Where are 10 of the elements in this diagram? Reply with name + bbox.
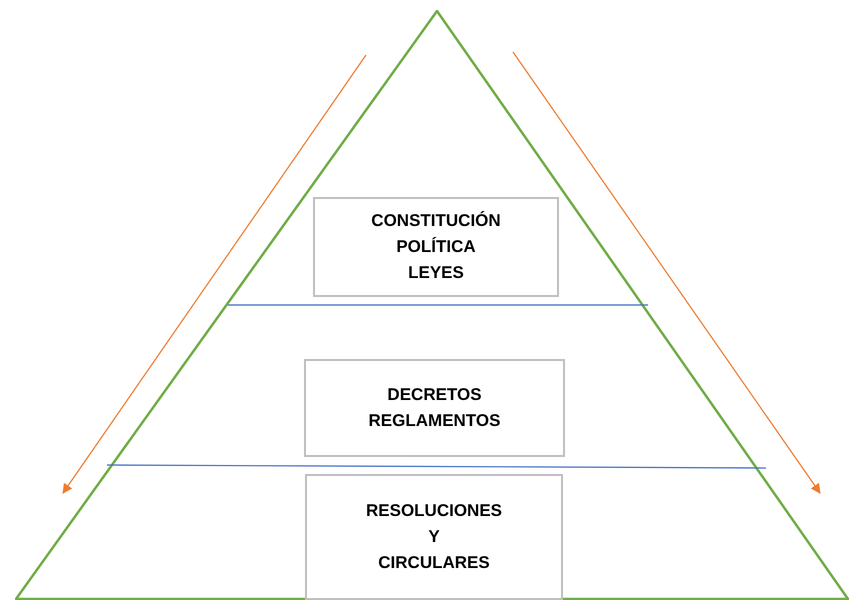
box-label: CONSTITUCIÓN POLÍTICA bbox=[371, 210, 501, 258]
box-label: Y bbox=[428, 526, 440, 548]
text-box bbox=[304, 359, 565, 457]
box-label: RESOLUCIONES bbox=[366, 500, 502, 522]
box-label: CIRCULARES bbox=[378, 552, 490, 574]
box-label: DECRETOS bbox=[387, 384, 482, 406]
box-label: LEYES bbox=[408, 262, 464, 284]
box-label: REGLAMENTOS bbox=[368, 410, 500, 432]
text-box bbox=[313, 197, 559, 297]
text-box bbox=[305, 474, 563, 600]
